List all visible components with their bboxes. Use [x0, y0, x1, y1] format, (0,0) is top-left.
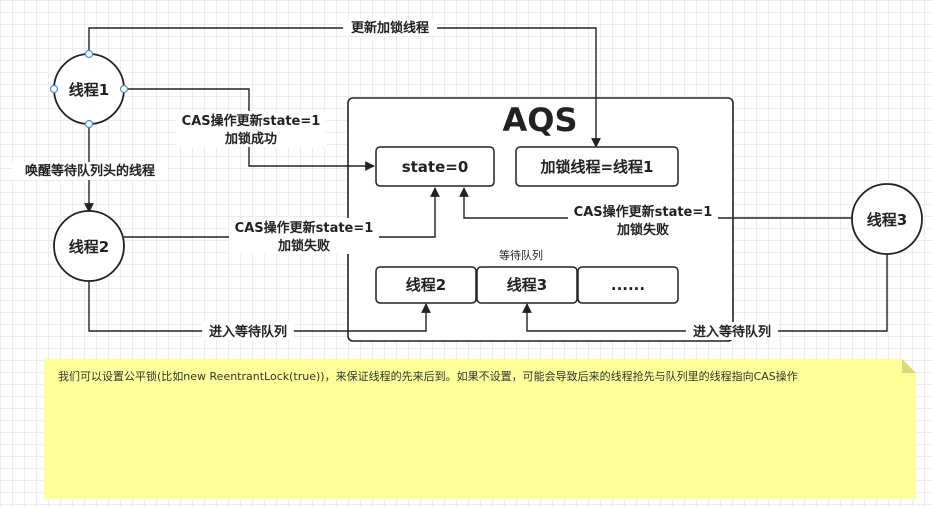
state-box[interactable]: [375, 146, 495, 187]
label-enter-queue-t2: 进入等待队列: [209, 324, 287, 340]
thread3-node[interactable]: [851, 183, 923, 255]
queue-item-3[interactable]: [577, 266, 679, 304]
edge-cas-fail-t3: [459, 187, 851, 219]
queue-item-1[interactable]: [375, 266, 477, 304]
queue-item-2-label: 线程3: [507, 276, 547, 294]
queue-title: 等待队列: [499, 248, 543, 262]
thread1-port-top[interactable]: [84, 49, 94, 59]
note-text: 我们可以设置公平锁(比如new ReentrantLock(true))，来保证…: [58, 370, 798, 383]
lock-thread-box[interactable]: [515, 146, 679, 187]
thread2-label: 线程2: [69, 238, 109, 256]
state-label: state=0: [402, 158, 469, 176]
lock-thread-label: 加锁线程=线程1: [539, 158, 653, 176]
label-cas-fail-t2-1: CAS操作更新state=1: [235, 220, 374, 236]
edge-update-lock-thread: [88, 27, 601, 148]
label-wake-head: 唤醒等待队列头的线程: [25, 163, 155, 179]
label-cas-success-1: CAS操作更新state=1: [182, 113, 321, 129]
label-enter-queue-t3: 进入等待队列: [693, 324, 771, 340]
queue-item-2[interactable]: [476, 266, 578, 304]
label-cas-fail-t3-2: 加锁失败: [616, 222, 669, 238]
sticky-note[interactable]: 我们可以设置公平锁(比如new ReentrantLock(true))，来保证…: [44, 359, 916, 499]
thread1-port-right[interactable]: [119, 84, 129, 94]
edge-cas-fail-t2: [124, 187, 440, 238]
thread2-node[interactable]: [53, 210, 125, 282]
aqs-title: AQS: [502, 101, 577, 139]
label-cas-success-2: 加锁成功: [224, 131, 277, 147]
thread1-port-left[interactable]: [49, 84, 59, 94]
thread1-port-bottom[interactable]: [84, 119, 94, 129]
label-cas-fail-t3-1: CAS操作更新state=1: [574, 204, 713, 220]
queue-item-1-label: 线程2: [406, 276, 446, 294]
label-cas-fail-t2-2: 加锁失败: [277, 238, 330, 254]
thread1-label: 线程1: [69, 81, 109, 99]
thread3-label: 线程3: [867, 211, 907, 229]
queue-item-3-label: ......: [611, 276, 645, 294]
label-update-lock-thread: 更新加锁线程: [351, 20, 429, 36]
